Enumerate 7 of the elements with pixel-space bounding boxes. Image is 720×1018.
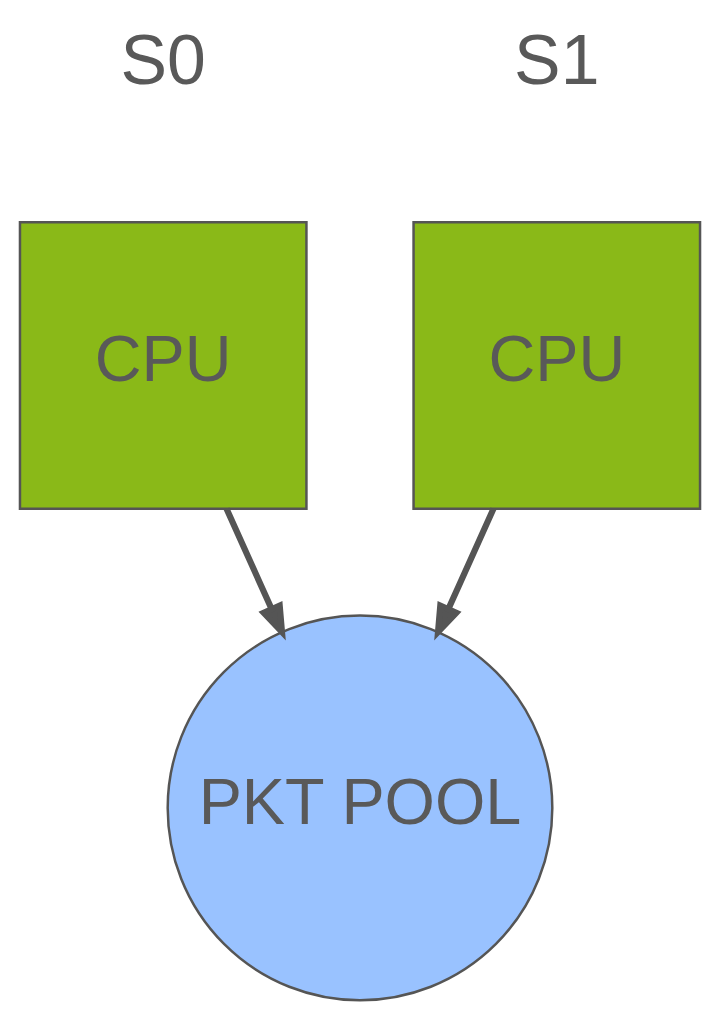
label: S1 bbox=[514, 20, 600, 99]
node-circle: PKT POOL bbox=[166, 614, 554, 1002]
arrow bbox=[434, 507, 497, 641]
node-box: CPU bbox=[412, 221, 702, 510]
node-box: CPU bbox=[18, 221, 308, 510]
label: S0 bbox=[120, 20, 206, 99]
arrow bbox=[223, 507, 286, 641]
